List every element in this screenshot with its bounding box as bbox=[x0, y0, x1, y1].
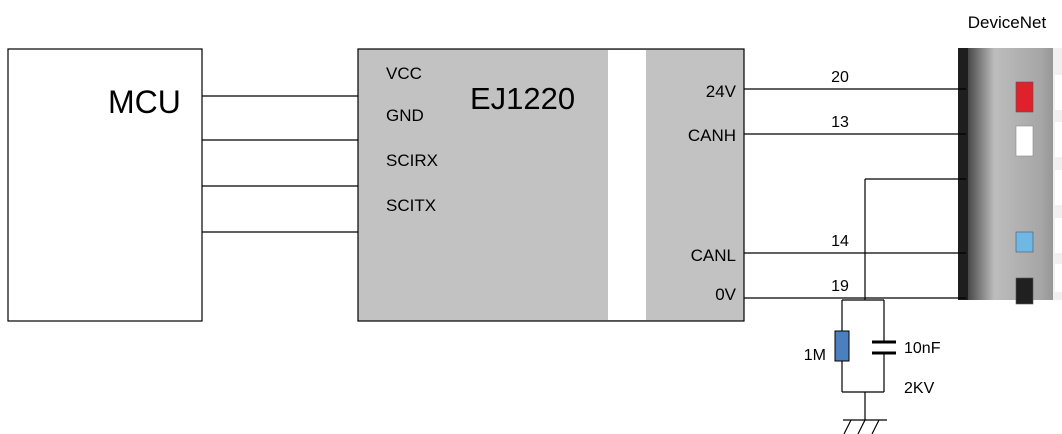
pin-24v: 24V bbox=[706, 82, 737, 101]
pin-scirx: SCIRX bbox=[386, 151, 438, 170]
ground-symbol bbox=[843, 419, 887, 434]
wire-slot-canl bbox=[1015, 231, 1034, 253]
pin-vcc: VCC bbox=[386, 64, 422, 83]
wire-number-24v: 20 bbox=[831, 69, 849, 86]
devicenet-wires bbox=[744, 88, 966, 299]
shield-filter bbox=[841, 179, 885, 420]
wire-number-canh: 13 bbox=[831, 114, 849, 131]
voltage-label: 2KV bbox=[904, 380, 935, 397]
ej1220-module: EJ1220 VCC GND SCIRX SCITX 24V CANH CANL… bbox=[357, 48, 745, 322]
devicenet-connector: DeviceNet bbox=[958, 13, 1062, 305]
wire-number-0v: 19 bbox=[831, 278, 849, 295]
pin-gnd: GND bbox=[386, 106, 424, 125]
pin-canl: CANL bbox=[691, 246, 736, 265]
resistor-label: 1M bbox=[804, 347, 826, 364]
wire-slot-24v bbox=[1015, 81, 1034, 113]
pin-canh: CANH bbox=[688, 126, 736, 145]
mcu-label: MCU bbox=[108, 84, 181, 120]
wire-slot-0v bbox=[1015, 277, 1034, 305]
wire-numbers: 20 13 14 19 bbox=[831, 69, 849, 295]
wire-number-canl: 14 bbox=[831, 233, 849, 250]
module-name: EJ1220 bbox=[470, 81, 575, 116]
pin-0v: 0V bbox=[715, 285, 736, 304]
connector-title: DeviceNet bbox=[968, 13, 1047, 32]
pin-scitx: SCITX bbox=[386, 196, 436, 215]
capacitor-label: 10nF bbox=[904, 340, 941, 357]
resistor-symbol bbox=[834, 330, 850, 362]
mcu-block: MCU bbox=[7, 48, 203, 322]
wire-slot-canh bbox=[1015, 125, 1034, 157]
capacitor-symbol bbox=[872, 340, 896, 355]
mcu-bus-lines bbox=[202, 95, 358, 233]
